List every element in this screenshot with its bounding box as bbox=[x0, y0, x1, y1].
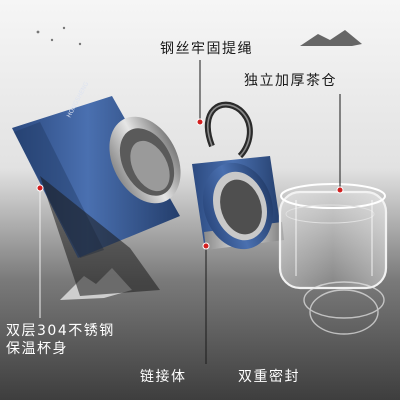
callout-tea-chamber: 独立加厚茶仓 bbox=[244, 73, 337, 89]
callout-steel-line2: 保温杯身 bbox=[6, 341, 68, 357]
callout-steel-rope: 钢丝牢固提绳 bbox=[160, 41, 253, 57]
ink-birds bbox=[36, 26, 82, 46]
ink-mountain-top bbox=[300, 30, 362, 46]
callout-double-seal: 双重密封 bbox=[238, 369, 300, 385]
link-body-cap bbox=[192, 156, 284, 250]
bottle-reflection bbox=[40, 176, 160, 296]
callout-steel-body: 双层304不锈钢 保温杯身 bbox=[6, 322, 115, 358]
callout-link-body: 链接体 bbox=[140, 369, 187, 385]
steel-rope bbox=[204, 101, 253, 159]
callout-leaders bbox=[39, 60, 341, 364]
callout-markers bbox=[36, 118, 344, 250]
callout-steel-line1: 双层304不锈钢 bbox=[6, 323, 115, 339]
glass-reflection bbox=[303, 281, 385, 335]
glass-tea-chamber bbox=[278, 183, 388, 290]
